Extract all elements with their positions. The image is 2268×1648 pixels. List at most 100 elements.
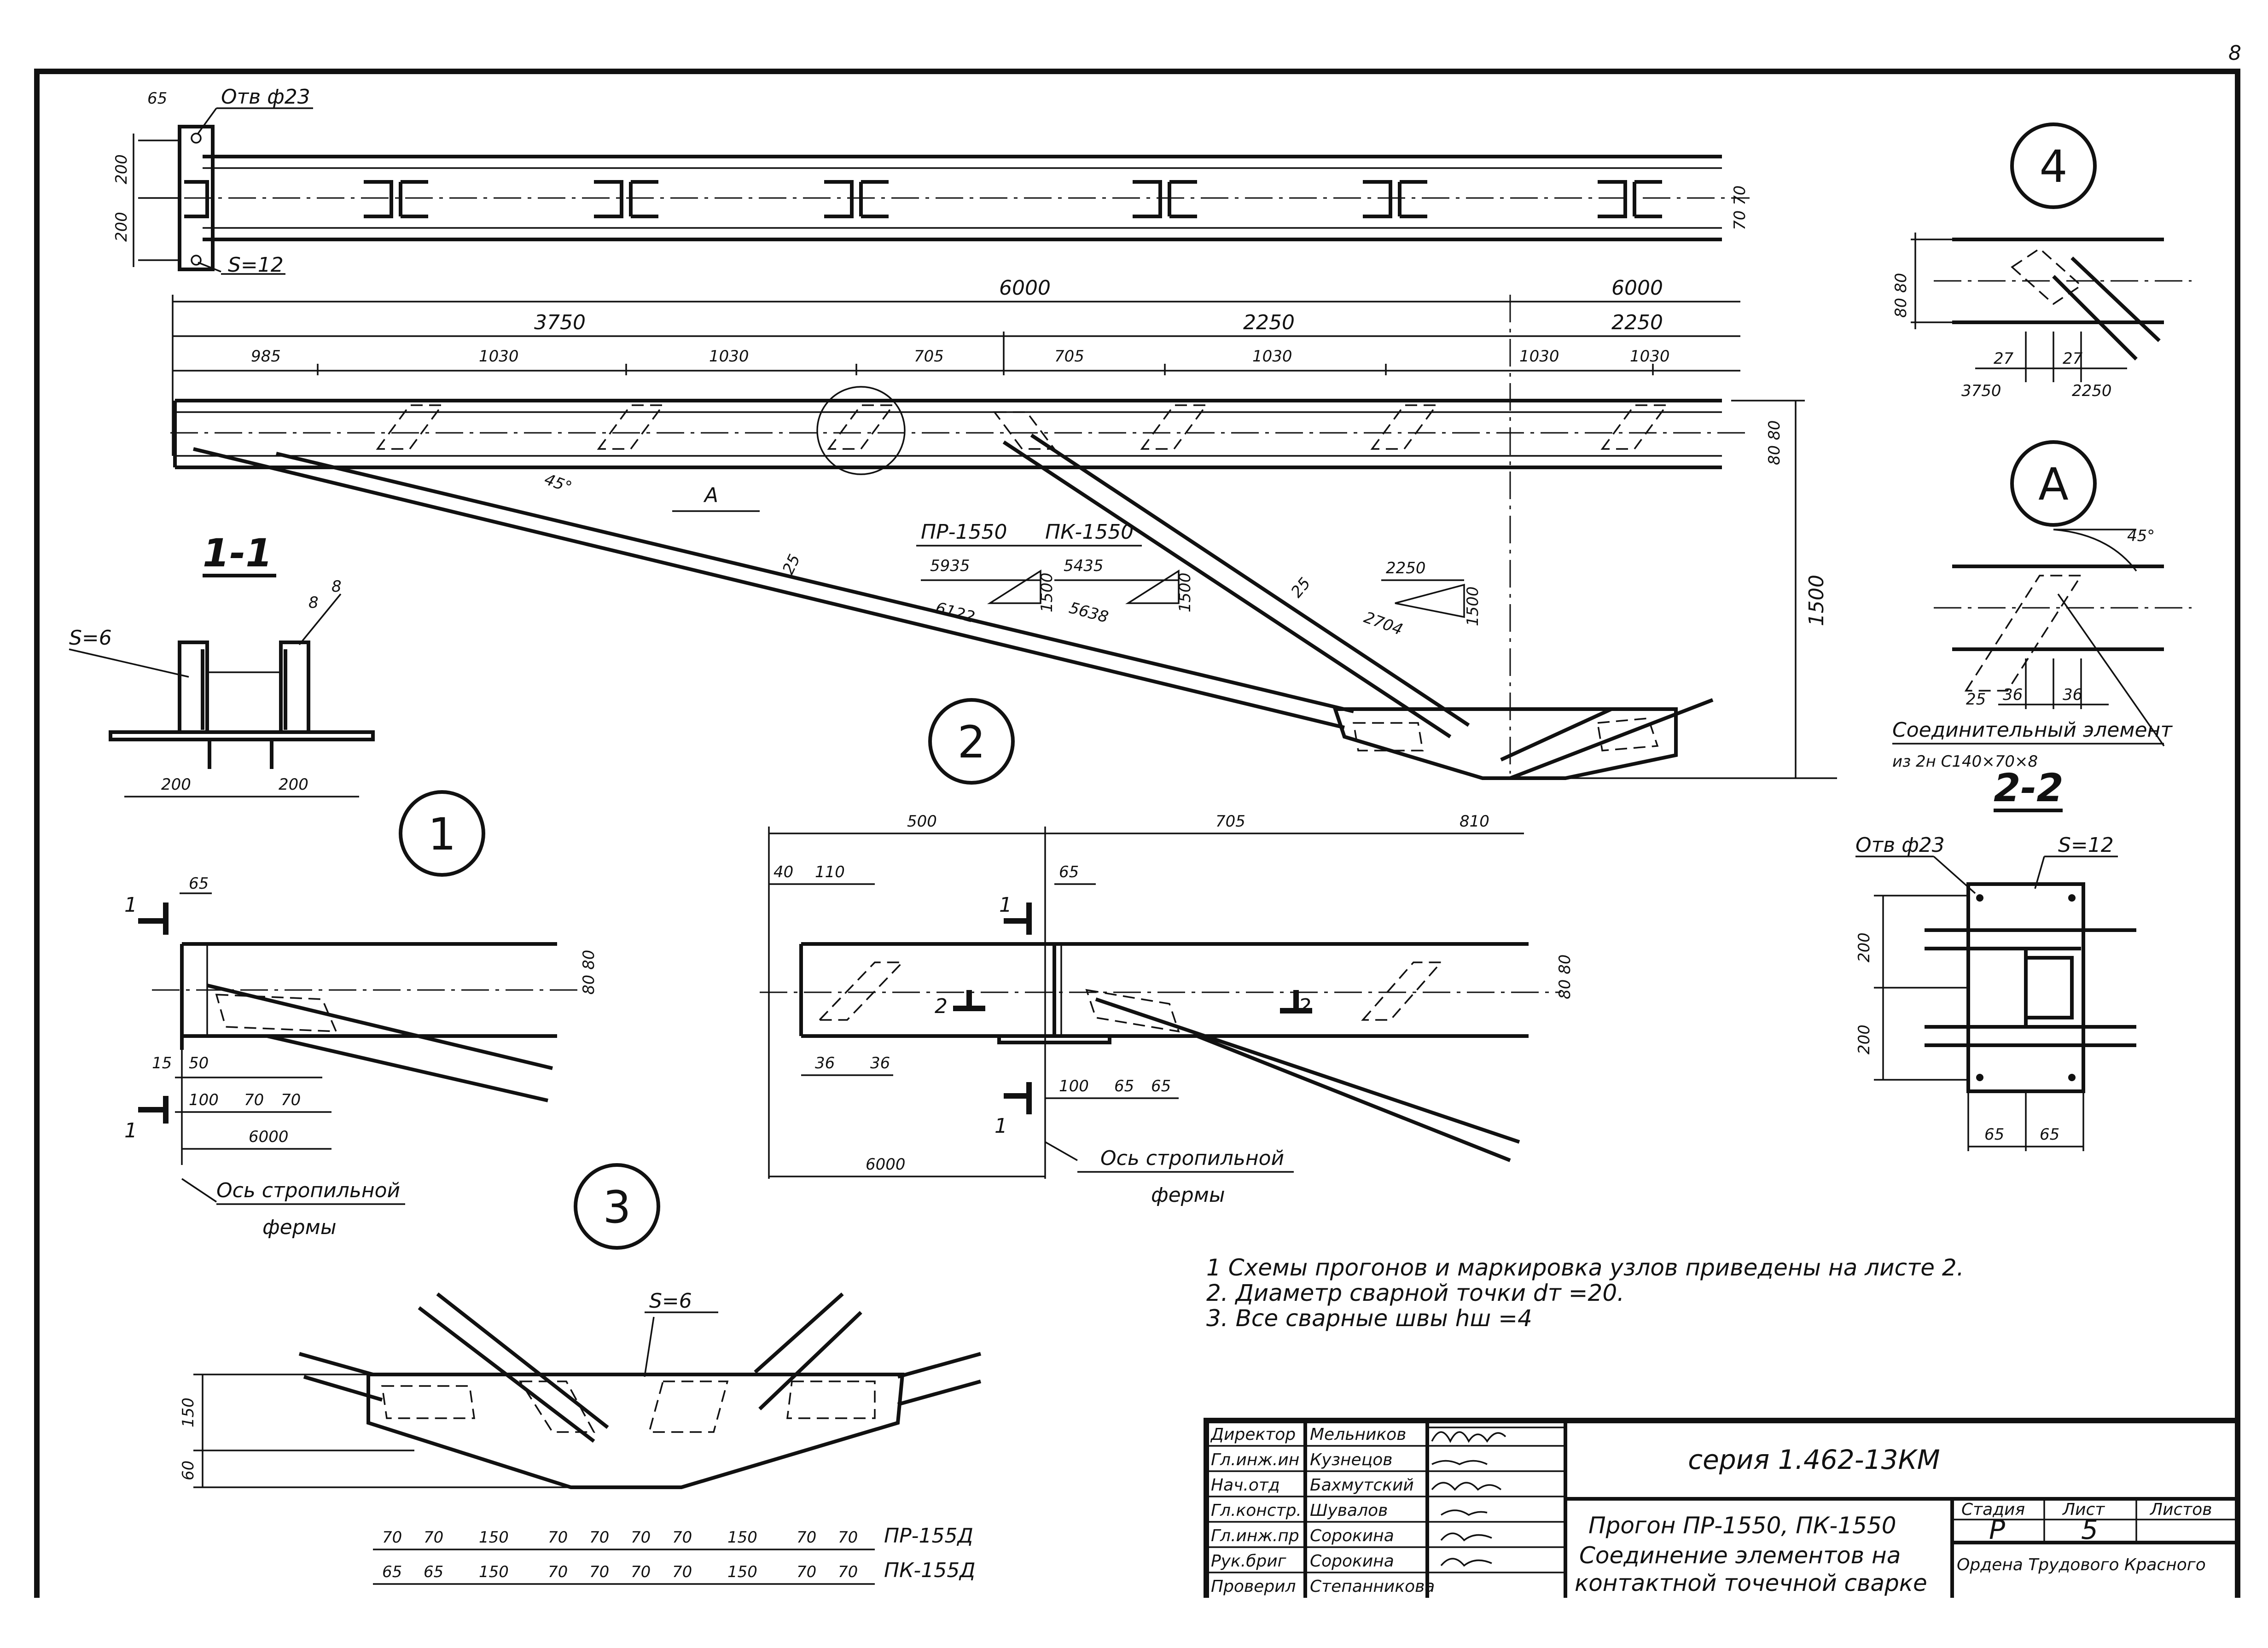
sheet-frame xyxy=(34,69,2240,1598)
organization: Ордена Трудового Красного xyxy=(1957,1555,2206,1574)
dim-2250: 2250 xyxy=(2072,382,2112,400)
note-3: 3. Все сварные швы hш =4 xyxy=(1206,1305,1532,1332)
dim-200: 200 xyxy=(1855,1025,1873,1054)
dim-15: 15 xyxy=(152,1054,172,1072)
detail-a: 45° 25 36 36 Соединительный элемент из 2… xyxy=(1892,527,2192,771)
dim-80-80: 80 80 xyxy=(580,950,598,995)
hole-label: Отв ф23 xyxy=(1855,833,1945,857)
dim-65: 65 xyxy=(2040,1125,2059,1144)
name: Бахмутский xyxy=(1310,1476,1414,1495)
tri-b: 2704 xyxy=(1361,608,1405,639)
bubble-a: А xyxy=(2038,459,2069,510)
dim: 65 xyxy=(382,1563,402,1581)
section-title: 2-2 xyxy=(1994,765,2064,810)
dim-6000: 6000 xyxy=(249,1128,289,1146)
dim: 150 xyxy=(727,1528,757,1547)
role: Гл.инж.пр xyxy=(1211,1526,1299,1545)
name: Кузнецов xyxy=(1310,1450,1392,1469)
dim-65: 65 xyxy=(1114,1077,1134,1095)
dim: 150 xyxy=(727,1563,757,1581)
plate-label: S=6 xyxy=(649,1289,692,1313)
len-pk: 5435 xyxy=(1064,557,1104,575)
dim-810: 810 xyxy=(1460,812,1489,831)
brace-length-table: ПР-1550 ПК-1550 5935 5435 6122 5638 1500… xyxy=(916,520,1482,639)
section-2-mark: 2 xyxy=(1298,995,1311,1018)
angle-label: 45° xyxy=(542,470,574,497)
bolt-hole xyxy=(191,133,202,144)
dim-row-pk: 65 65 150 70 70 70 70 150 70 70 ПК-155Д xyxy=(382,1559,976,1582)
dim: 70 xyxy=(424,1528,443,1547)
dim-70: 70 xyxy=(244,1091,264,1109)
detail-4: 80 80 27 27 3750 2250 xyxy=(1892,233,2192,400)
axis-label-2: фермы xyxy=(1151,1183,1225,1207)
dim-100: 100 xyxy=(189,1091,219,1109)
detail-2: 500 705 810 40 110 65 1 1 2 2 36 36 100 … xyxy=(760,812,1574,1207)
dim-1030: 1030 xyxy=(479,347,519,366)
dim: 70 xyxy=(548,1563,568,1581)
sheet-corner-number: 8 xyxy=(2228,41,2241,65)
tri-a: 2250 xyxy=(1386,559,1426,577)
plate-label: S=6 xyxy=(69,626,112,650)
name: Сорокина xyxy=(1310,1526,1394,1545)
dim-80-80: 80 80 xyxy=(1892,273,1910,318)
role: Гл.констр. xyxy=(1211,1501,1302,1520)
dim-36: 36 xyxy=(2003,686,2023,704)
dim-6000: 6000 xyxy=(1611,276,1663,300)
dim-3750: 3750 xyxy=(1961,382,2001,400)
detail-bubbles: 1 2 3 4 А xyxy=(399,122,2097,1250)
detail-3: S=6 150 60 70 70 150 70 70 70 70 150 70 … xyxy=(179,1289,982,1585)
dim-705: 705 xyxy=(1054,347,1084,366)
section-2-2: 2-2 Отв ф23 S=12 200 200 65 65 xyxy=(1855,765,2136,1151)
dim: 70 xyxy=(382,1528,402,1547)
dim-2250: 2250 xyxy=(1243,311,1295,334)
dim-70: 70 xyxy=(281,1091,301,1109)
dim-200: 200 xyxy=(279,775,308,794)
bubble-1: 1 xyxy=(428,809,456,860)
label-pr: ПР-155Д xyxy=(884,1524,973,1548)
role: Проверил xyxy=(1211,1577,1296,1596)
dim: 70 xyxy=(631,1528,651,1547)
dim-40: 40 xyxy=(773,863,793,881)
sheet-value: 5 xyxy=(2081,1514,2098,1545)
dim-3750: 3750 xyxy=(534,311,586,334)
dim-row-pr: 70 70 150 70 70 70 70 150 70 70 ПР-155Д xyxy=(382,1524,973,1548)
tri-c: 1500 xyxy=(1464,586,1482,626)
top-plan-view: 200 200 65 Отв ф23 S=12 70 70 xyxy=(112,85,1750,277)
dim-705: 705 xyxy=(1215,812,1245,831)
dim-200: 200 xyxy=(112,212,131,242)
dim-1030: 1030 xyxy=(1630,347,1670,366)
len-pr-2: 6122 xyxy=(934,599,977,627)
dim-1030: 1030 xyxy=(709,347,749,366)
dim-1030: 1030 xyxy=(1519,347,1559,366)
note-1: 1 Схемы прогонов и маркировка узлов прив… xyxy=(1206,1254,1964,1281)
bubble-2: 2 xyxy=(957,716,985,768)
general-notes: 1 Схемы прогонов и маркировка узлов прив… xyxy=(1206,1254,1964,1332)
cut-label: 1 xyxy=(124,893,137,917)
title-block: Директор Гл.инж.ин Нач.отд Гл.констр. Гл… xyxy=(1204,1418,2238,1598)
dim-27: 27 xyxy=(2063,349,2083,368)
dim: 150 xyxy=(479,1563,509,1581)
dim-200: 200 xyxy=(1855,932,1873,962)
signature xyxy=(1440,1558,1492,1567)
dim-80-80: 80 80 xyxy=(1765,420,1784,465)
bubble-3: 3 xyxy=(603,1182,631,1233)
dim-65: 65 xyxy=(147,89,167,108)
cut-label: 1 xyxy=(124,1119,137,1142)
detail-a-callout xyxy=(816,386,906,475)
dim-2250: 2250 xyxy=(1611,311,1663,334)
dim-65: 65 xyxy=(1151,1077,1171,1095)
dim-80-80: 80 80 xyxy=(1556,955,1574,999)
dim-36: 36 xyxy=(870,1054,890,1072)
name: Степанникова xyxy=(1310,1577,1435,1596)
connector-spec: из 2н С140×70×8 xyxy=(1892,752,2038,771)
dim-65: 65 xyxy=(189,874,209,893)
bubble-4: 4 xyxy=(2039,141,2067,192)
stage-value: Р xyxy=(1989,1514,2005,1545)
connector-label: Соединительный элемент xyxy=(1892,718,2173,742)
sheet-header: Лист xyxy=(2062,1500,2105,1519)
dim-1500: 1500 xyxy=(1805,575,1828,626)
dim-500: 500 xyxy=(907,812,937,831)
dim-65: 65 xyxy=(1984,1125,2004,1144)
role: Директор xyxy=(1210,1425,1296,1444)
dim-1030: 1030 xyxy=(1252,347,1292,366)
